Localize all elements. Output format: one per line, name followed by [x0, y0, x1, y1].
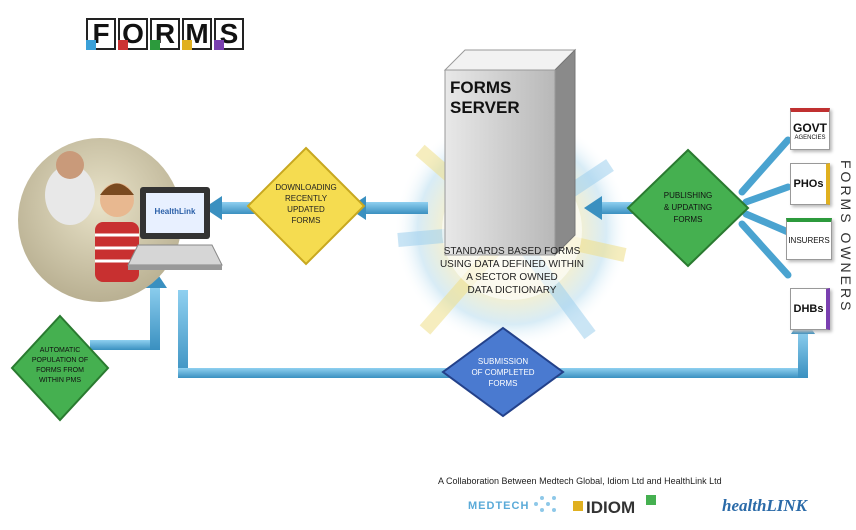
- publishing-line: FORMS: [673, 215, 703, 224]
- collaboration-text: A Collaboration Between Medtech Global, …: [438, 476, 722, 486]
- center-caption: STANDARDS BASED FORMS USING DATA DEFINED…: [410, 245, 614, 297]
- diamond-automatic: [10, 314, 110, 422]
- logo-letter-o: O: [118, 18, 148, 50]
- server-label: FORMS SERVER: [450, 78, 550, 118]
- logo-letter-s: S: [214, 18, 244, 50]
- automatic-line: WITHIN PMS: [39, 377, 81, 384]
- laptop-screen-text: HealthLink: [154, 207, 196, 216]
- diamond-publishing: [626, 148, 750, 268]
- owner-label: INSURERS: [788, 236, 830, 245]
- footer-logo-marks: [534, 495, 656, 512]
- owner-sublabel: AGENCIES: [794, 134, 826, 141]
- automatic-line: FORMS FROM: [36, 367, 84, 374]
- owner-card-govt: GOVT AGENCIES: [790, 108, 830, 150]
- owner-label: DHBs: [793, 303, 824, 315]
- diamond-submission: [441, 326, 565, 418]
- caption-line: USING DATA DEFINED WITHIN: [439, 259, 585, 270]
- caption-line: DATA DICTIONARY: [467, 285, 557, 296]
- logo-letter-r: R: [150, 18, 180, 50]
- submission-label: SUBMISSION OF COMPLETED FORMS: [453, 356, 553, 389]
- submission-line: SUBMISSION: [477, 357, 529, 366]
- logo-letter-m: M: [182, 18, 212, 50]
- submission-line: FORMS: [488, 379, 518, 388]
- downloading-line: UPDATED: [287, 205, 325, 214]
- server-label-line1: FORMS: [450, 78, 512, 97]
- caption-line: STANDARDS BASED FORMS: [443, 246, 581, 257]
- laptop-icon: [127, 187, 223, 270]
- arrows-owners-to-publishing: [738, 136, 792, 279]
- idiom-logo: IDIOM: [586, 498, 636, 517]
- owner-label: PHOs: [793, 178, 824, 190]
- owner-card-dhbs: DHBs: [790, 288, 830, 330]
- logo-letter-f: F: [86, 18, 116, 50]
- owner-card-insurers: INSURERS: [786, 218, 832, 260]
- downloading-label: DOWNLOADING RECENTLY UPDATED FORMS: [256, 182, 356, 226]
- owner-card-phos: PHOs: [790, 163, 830, 205]
- healthlink-logo: healthLINK: [722, 496, 808, 515]
- forms-server-tower: [443, 48, 577, 257]
- downloading-line: FORMS: [291, 216, 321, 225]
- diamond-downloading: [246, 146, 366, 266]
- publishing-label: PUBLISHING & UPDATING FORMS: [638, 190, 738, 226]
- downloading-line: DOWNLOADING: [275, 183, 337, 192]
- server-label-line2: SERVER: [450, 98, 520, 117]
- owner-label: GOVT: [792, 120, 827, 135]
- publishing-line: & UPDATING: [663, 203, 713, 212]
- forms-owners-vertical-label: FORMS OWNERS: [838, 160, 854, 314]
- caption-line: A SECTOR OWNED: [466, 272, 558, 283]
- submission-line: OF COMPLETED: [471, 368, 535, 377]
- automatic-line: POPULATION OF: [31, 357, 89, 364]
- automatic-line: AUTOMATIC: [39, 347, 81, 354]
- automatic-label: AUTOMATIC POPULATION OF FORMS FROM WITHI…: [16, 346, 104, 386]
- publishing-line: PUBLISHING: [663, 191, 713, 200]
- medtech-logo: MEDTECH: [468, 500, 530, 512]
- downloading-line: RECENTLY: [284, 194, 328, 203]
